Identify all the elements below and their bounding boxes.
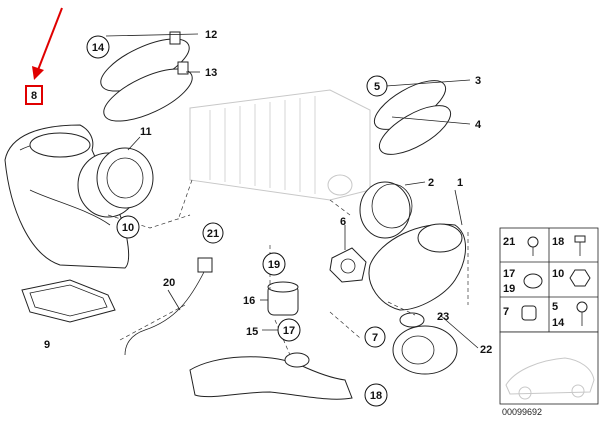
inset-label-14: 14 <box>552 317 565 329</box>
inset-label-18: 18 <box>552 236 564 248</box>
callout-18: 18 <box>370 390 382 402</box>
car-silhouette-icon <box>505 357 595 400</box>
sleeve-16-part <box>267 281 299 316</box>
callout-22: 22 <box>480 344 492 356</box>
callout-20: 20 <box>163 277 175 289</box>
flange-gasket-part <box>329 247 367 283</box>
inset-label-7: 7 <box>503 306 509 318</box>
callout-16: 16 <box>243 295 255 307</box>
callout-2: 2 <box>428 177 434 189</box>
callout-9: 9 <box>44 339 50 351</box>
callout-1: 1 <box>457 177 463 189</box>
callout-14: 14 <box>92 42 105 54</box>
air-duct-part <box>4 124 130 269</box>
inset-label-21: 21 <box>503 236 515 248</box>
callout-13: 13 <box>205 67 217 79</box>
callout-5: 5 <box>374 81 380 93</box>
clip-icon <box>523 273 543 289</box>
gasket-part <box>21 279 116 323</box>
inset-label-17: 17 <box>503 268 515 280</box>
intercooler-ghost <box>189 89 371 201</box>
bolt-icon <box>527 236 539 256</box>
circled-callouts: 14 5 10 21 19 17 7 18 <box>86 35 388 407</box>
callout-21: 21 <box>207 228 219 240</box>
stud-icon <box>576 301 588 326</box>
throttle-part <box>392 312 458 375</box>
callout-19: 19 <box>268 259 280 271</box>
callout-11: 11 <box>140 126 152 138</box>
callout-15: 15 <box>246 326 258 338</box>
sleeve-part <box>359 181 413 239</box>
callout-17: 17 <box>283 325 295 337</box>
callout-12: 12 <box>205 29 217 41</box>
diagram-code: 00099692 <box>502 407 542 417</box>
highlight-arrow <box>32 7 63 80</box>
screw-icon <box>574 235 586 256</box>
intake-pipe-part <box>189 352 353 400</box>
highlighted-callout: 8 <box>25 85 43 105</box>
callout-labels: 12 13 3 4 11 2 1 6 9 20 16 15 23 22 <box>44 29 492 356</box>
grommet-icon <box>521 305 537 321</box>
callout-6: 6 <box>340 216 346 228</box>
callout-3: 3 <box>475 75 481 87</box>
callout-8: 8 <box>31 90 37 102</box>
inset-label-5: 5 <box>552 301 558 313</box>
hardware-inset: 21 18 17 19 10 7 5 14 00099 <box>499 227 599 417</box>
hose-part <box>124 257 213 356</box>
coupling-part <box>77 147 154 218</box>
nut-icon <box>569 269 591 287</box>
air-pipe-part <box>368 223 466 311</box>
callout-23: 23 <box>437 311 449 323</box>
clamp-pair-left <box>100 31 193 122</box>
callout-10: 10 <box>122 222 134 234</box>
callout-4: 4 <box>475 119 482 131</box>
inset-label-10: 10 <box>552 268 564 280</box>
label-leaders <box>105 33 479 349</box>
inset-label-19: 19 <box>503 283 515 295</box>
callout-7: 7 <box>372 332 378 344</box>
